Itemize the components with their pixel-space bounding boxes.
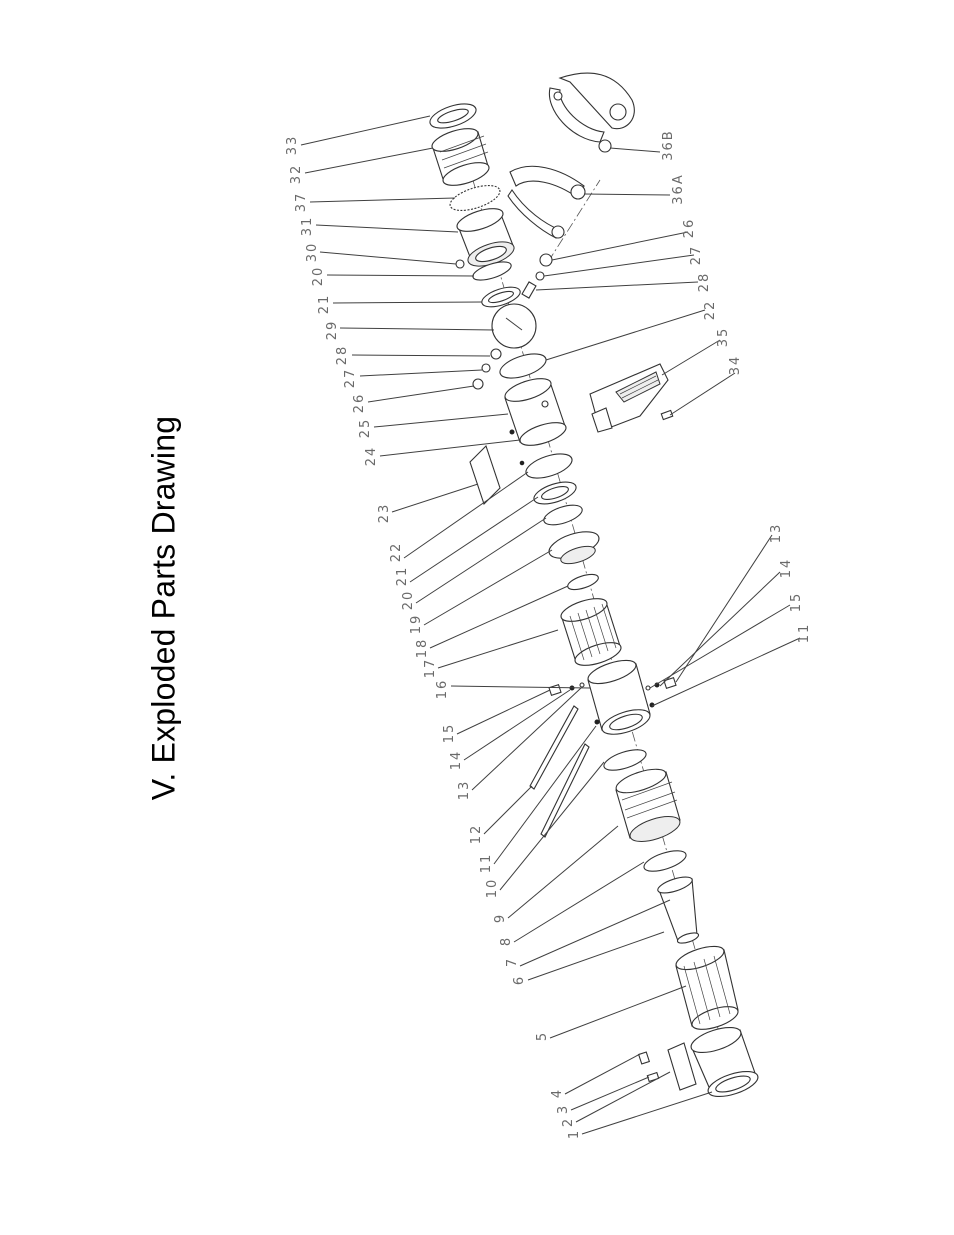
callout-9: 9 — [493, 913, 508, 923]
callout-36a: 36A — [671, 173, 686, 204]
callout-21-lower: 21 — [395, 566, 410, 587]
part-16-housing — [587, 659, 655, 735]
leader-lines — [300, 115, 801, 1135]
callout-37: 37 — [294, 192, 309, 213]
part-21-ring — [481, 286, 521, 308]
callout-27-right: 27 — [689, 245, 704, 266]
callout-36b: 36B — [661, 129, 676, 160]
callout-2: 2 — [561, 1117, 576, 1127]
callout-21: 21 — [317, 294, 332, 315]
callout-13-right: 13 — [769, 523, 784, 544]
part-10-o-ring — [603, 749, 647, 771]
callout-3: 3 — [556, 1104, 571, 1114]
part-23-label-plate — [469, 444, 501, 506]
part-35-pistol-grip — [589, 363, 669, 433]
part-7-6-cone — [657, 876, 700, 944]
callout-20: 20 — [311, 266, 326, 287]
part-32-coupling — [431, 128, 490, 186]
callout-11: 11 — [479, 853, 494, 874]
callout-4: 4 — [550, 1088, 565, 1098]
callout-12: 12 — [469, 824, 484, 845]
callout-18: 18 — [415, 638, 430, 659]
callout-15-right: 15 — [789, 592, 804, 613]
part-25-valve-body — [504, 378, 567, 446]
part-31-swivel — [456, 208, 515, 267]
callout-22-right: 22 — [703, 300, 718, 321]
part-8-o-ring — [643, 850, 687, 872]
part-18-o-ring — [567, 573, 599, 591]
callout-28-right: 28 — [697, 272, 712, 293]
callout-14: 14 — [449, 750, 464, 771]
part-12-pin — [529, 705, 579, 790]
callout-34: 34 — [728, 355, 743, 376]
callout-29: 29 — [325, 320, 340, 341]
part-29-ball-valve — [491, 303, 537, 349]
callout-28: 28 — [335, 345, 350, 366]
callout-24: 24 — [364, 446, 379, 467]
part-20-o-ring — [472, 261, 512, 281]
callout-33: 33 — [285, 135, 300, 156]
callout-16: 16 — [435, 679, 450, 700]
part-28-27-26-stem-left — [472, 348, 502, 390]
part-22-o-ring-lower — [525, 453, 573, 479]
callout-20-lower: 20 — [401, 590, 416, 611]
part-4-3-2-lever — [637, 1042, 697, 1091]
part-19-flange — [548, 531, 600, 565]
callout-25: 25 — [358, 418, 373, 439]
callout-27: 27 — [343, 368, 358, 389]
callout-23: 23 — [377, 503, 392, 524]
part-30-ball — [455, 259, 465, 269]
part-24-screw — [519, 460, 525, 466]
part-34-screw — [660, 409, 674, 421]
callout-5: 5 — [535, 1031, 550, 1041]
part-5-bumper — [675, 945, 739, 1030]
callout-15: 15 — [442, 723, 457, 744]
part-33-washer — [429, 103, 477, 129]
part-15-14-13-screw-left — [548, 682, 585, 697]
part-9-turret — [615, 768, 681, 842]
part-1-nozzle-tip — [690, 1026, 759, 1098]
part-20-o-ring-lower — [543, 504, 583, 526]
part-36a-bail-handle — [507, 165, 586, 239]
part-37-spring-ring — [449, 184, 501, 212]
callout-26: 26 — [352, 393, 367, 414]
part-26-27-28-stem-right — [521, 253, 553, 299]
part-36b-bail-handle — [548, 72, 635, 153]
callout-8: 8 — [499, 936, 514, 946]
callout-7: 7 — [505, 957, 520, 967]
callout-31: 31 — [300, 216, 315, 237]
callout-1: 1 — [567, 1129, 582, 1139]
callout-22: 22 — [389, 542, 404, 563]
callout-19: 19 — [409, 614, 424, 635]
part-21-ring-lower — [533, 481, 577, 505]
callout-10: 10 — [485, 878, 500, 899]
callout-13: 13 — [457, 780, 472, 801]
callout-11-right: 11 — [797, 623, 812, 644]
callout-6: 6 — [512, 975, 527, 985]
part-17-knurled-ring — [560, 598, 622, 666]
callout-30: 30 — [305, 242, 320, 263]
callout-26-right: 26 — [682, 218, 697, 239]
callout-32: 32 — [289, 164, 304, 185]
part-22-o-ring — [499, 353, 547, 379]
callout-35: 35 — [716, 327, 731, 348]
callout-17: 17 — [423, 658, 438, 679]
callout-14-right: 14 — [779, 558, 794, 579]
